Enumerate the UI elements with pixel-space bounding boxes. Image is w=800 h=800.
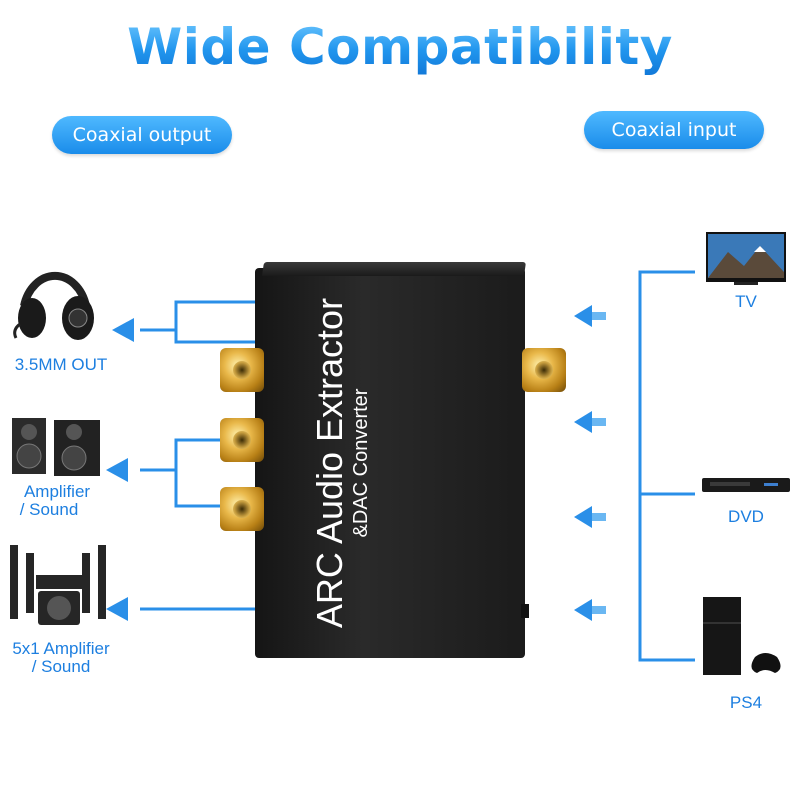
headset-icon — [13, 272, 94, 340]
output-label-amplifier-line1: Amplifier — [23, 482, 91, 501]
device-label: ARC Audio Extractor &DAC Converter — [309, 263, 390, 663]
optical-jack — [521, 604, 529, 618]
arrow-headset — [112, 318, 134, 342]
device-top-edge — [262, 262, 526, 276]
input-bus — [638, 270, 695, 662]
coaxial-input-jack — [522, 348, 566, 392]
input-label-dvd: DVD — [728, 507, 764, 526]
headset-bracket — [174, 300, 258, 344]
home-theater-icon — [10, 545, 106, 625]
output-label-theater-line2: / Sound — [31, 657, 91, 676]
page-title: Wide Compatibility — [0, 18, 800, 76]
input-arrows — [574, 305, 606, 621]
arrow-amplifier — [106, 458, 128, 482]
dvd-player-icon — [702, 478, 790, 492]
output-label-amplifier-line2: / Sound — [19, 500, 79, 519]
arrow-theater — [106, 597, 128, 621]
coaxial-output-badge: Coaxial output — [52, 116, 232, 154]
rca-jack-left — [220, 418, 264, 462]
arc-audio-extractor-device — [255, 268, 525, 658]
device-name: ARC Audio Extractor — [309, 297, 350, 629]
input-label-ps4: PS4 — [729, 693, 763, 712]
tv-icon — [706, 232, 786, 285]
ps4-console-icon — [703, 597, 781, 675]
speakers-icon — [12, 418, 100, 476]
input-label-tv: TV — [735, 292, 757, 311]
output-label-theater-line1: 5x1 Amplifier — [12, 639, 110, 658]
device-subtitle: &DAC Converter — [350, 388, 372, 538]
rca-jack-right — [220, 487, 264, 531]
rca-jack-headphone — [220, 348, 264, 392]
output-label-3-5mm: 3.5MM OUT — [14, 355, 108, 374]
coaxial-input-badge: Coaxial input — [584, 111, 764, 149]
amplifier-bracket — [174, 438, 258, 508]
